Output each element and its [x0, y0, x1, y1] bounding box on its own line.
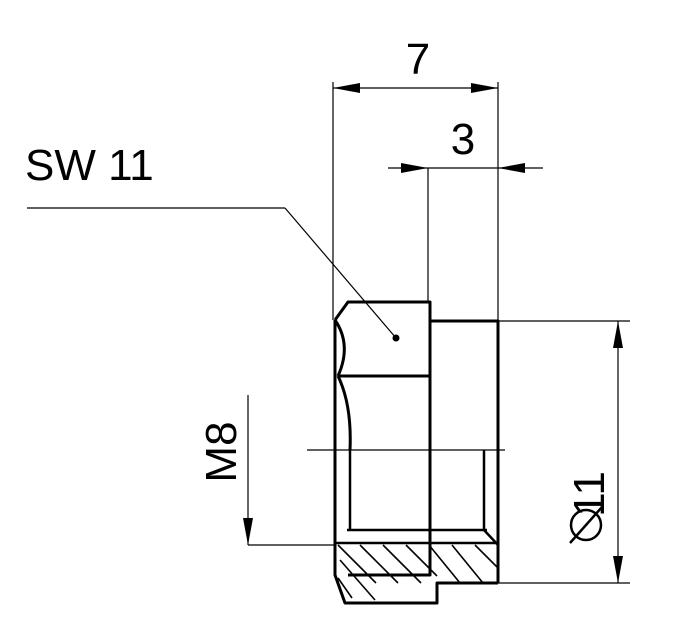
- dimension-hex-length: 3: [388, 115, 543, 173]
- thread-bore: [335, 450, 499, 546]
- wrench-size-label: SW 11: [25, 141, 154, 190]
- thread-dimension: M8: [197, 395, 253, 545]
- diameter-symbol-icon: [569, 506, 603, 544]
- diameter-dimension: 11: [565, 321, 623, 583]
- part-outline: [333, 300, 500, 605]
- dimension-label-hex-length: 3: [451, 115, 475, 164]
- section-hatching: [337, 544, 499, 601]
- dimension-label-overall-length: 7: [406, 35, 430, 84]
- dimension-overall-length: 7: [333, 35, 498, 93]
- wrench-size-callout: SW 11: [25, 141, 400, 342]
- extension-lines: [248, 82, 630, 584]
- thread-label: M8: [197, 421, 246, 482]
